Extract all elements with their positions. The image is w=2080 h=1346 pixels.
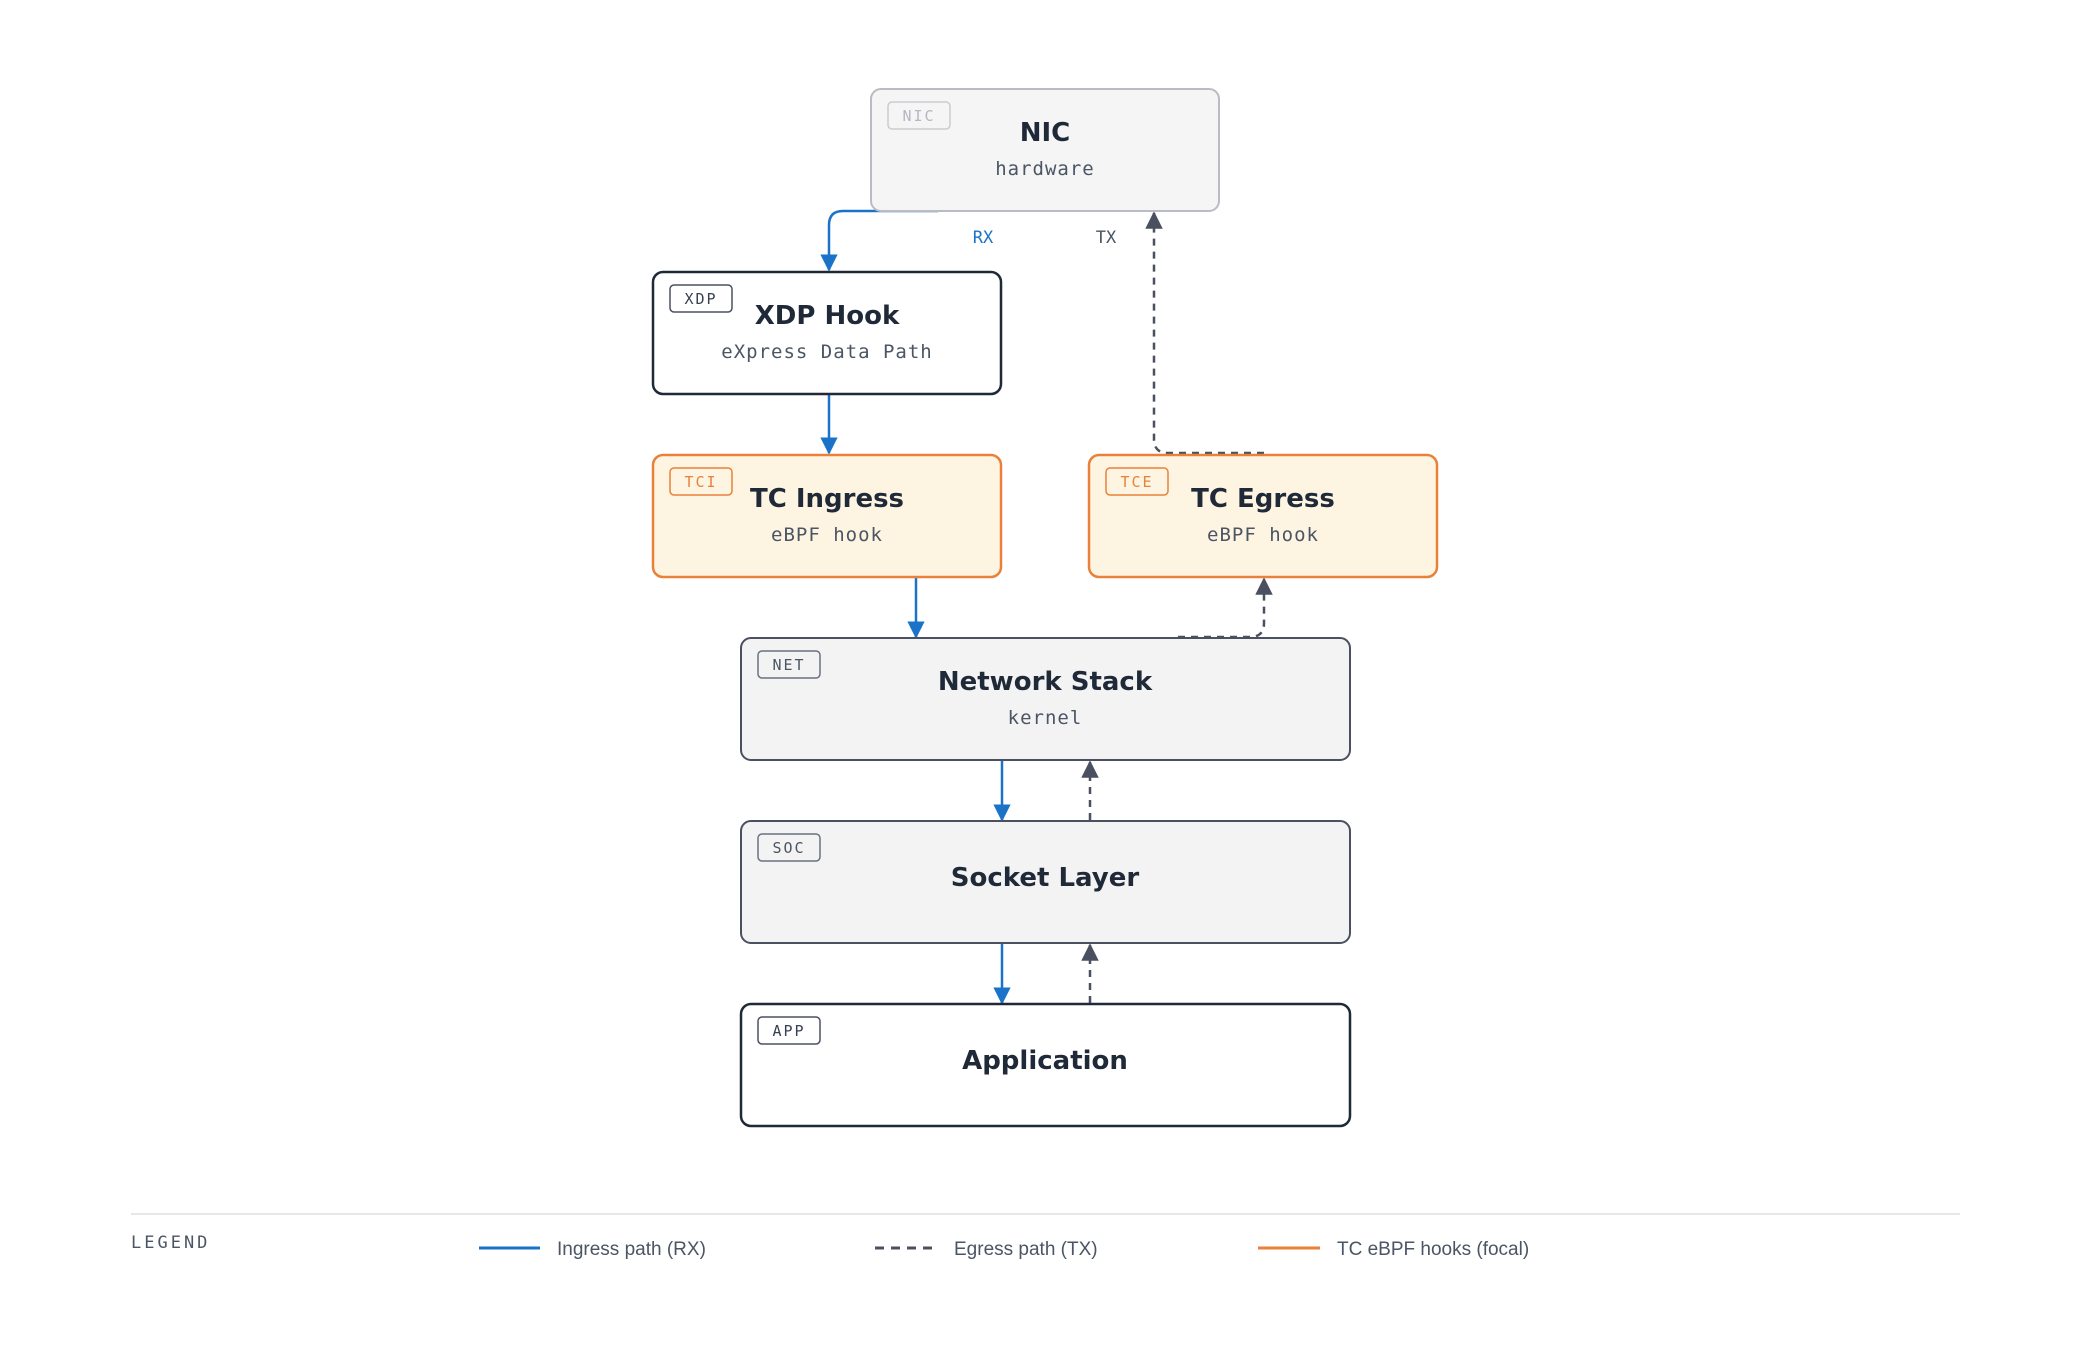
legend: LEGEND Ingress path (RX) Egress path (TX…	[131, 1213, 1960, 1260]
edge-label-tx: TX	[1096, 228, 1117, 248]
node-title-xdp: XDP Hook	[755, 301, 900, 331]
node-nic[interactable]: NIC NIC hardware	[870, 88, 1220, 212]
node-tag-tce: TCE	[1120, 473, 1153, 491]
edge-net-to-tce	[1178, 577, 1273, 639]
node-network-stack[interactable]: NET Network Stack kernel	[740, 637, 1351, 761]
node-title-app: Application	[962, 1046, 1128, 1076]
node-subtitle-tce: eBPF hook	[1207, 524, 1319, 546]
node-subtitle-nic: hardware	[995, 158, 1095, 180]
edge-nic-to-xdp	[820, 209, 938, 272]
legend-title: LEGEND	[131, 1233, 210, 1253]
node-tag-tci: TCI	[684, 473, 717, 491]
legend-label-focal: TC eBPF hooks (focal)	[1337, 1239, 1529, 1260]
node-title-soc: Socket Layer	[951, 863, 1140, 893]
node-tag-nic: NIC	[902, 107, 935, 125]
node-title-tci: TC Ingress	[750, 484, 904, 514]
node-xdp[interactable]: XDP XDP Hook eXpress Data Path	[651, 270, 1003, 396]
node-tag-soc: SOC	[772, 839, 805, 857]
node-tag-xdp: XDP	[684, 290, 717, 308]
node-tag-app: APP	[772, 1022, 805, 1040]
edges: RX TX	[820, 209, 1273, 1005]
node-title-tce: TC Egress	[1191, 484, 1335, 514]
edge-tce-to-nic	[1145, 211, 1264, 455]
node-application[interactable]: APP Application	[739, 1002, 1352, 1128]
node-tc-egress[interactable]: TCE TC Egress eBPF hook	[1087, 453, 1439, 579]
node-tc-ingress[interactable]: TCI TC Ingress eBPF hook	[651, 453, 1003, 579]
node-subtitle-tci: eBPF hook	[771, 524, 883, 546]
edge-label-rx: RX	[973, 228, 994, 248]
node-tag-net: NET	[772, 656, 805, 674]
node-subtitle-xdp: eXpress Data Path	[721, 341, 932, 363]
node-title-nic: NIC	[1020, 118, 1071, 148]
legend-label-ingress: Ingress path (RX)	[557, 1239, 706, 1260]
legend-label-egress: Egress path (TX)	[954, 1239, 1098, 1260]
node-socket-layer[interactable]: SOC Socket Layer	[740, 820, 1351, 944]
node-title-net: Network Stack	[938, 667, 1153, 697]
node-subtitle-net: kernel	[1008, 707, 1083, 729]
